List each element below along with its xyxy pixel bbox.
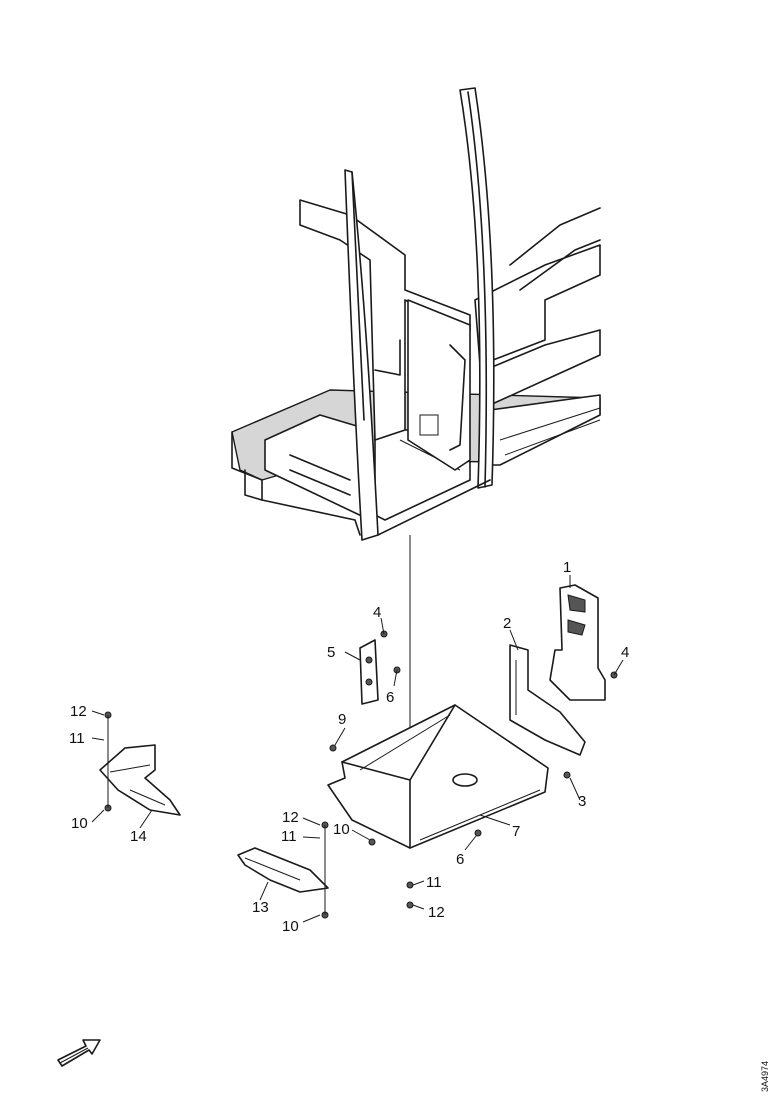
callout-11c: 11: [426, 874, 442, 891]
callout-14: 14: [130, 828, 147, 845]
callout-12b: 12: [282, 809, 299, 826]
callout-6b: 6: [456, 851, 464, 868]
callout-3: 3: [578, 793, 586, 810]
callout-labels: 1 2 3 4 4 5 6 6 7 9 10 10 10 11 11 11 12…: [69, 559, 629, 935]
callout-10b: 10: [333, 821, 350, 838]
frame-assembly: [231, 87, 601, 541]
callout-10a: 10: [71, 815, 88, 832]
part-1-bracket: [549, 584, 606, 701]
callout-13: 13: [252, 899, 269, 916]
part-13-shield: [237, 847, 329, 893]
callout-10c: 10: [282, 918, 299, 935]
fasteners: [104, 630, 618, 919]
callout-2: 2: [503, 615, 511, 632]
callout-4b: 4: [621, 644, 629, 661]
callout-7: 7: [512, 823, 520, 840]
callout-1: 1: [563, 559, 571, 576]
part-2-bracket: [509, 644, 586, 756]
callout-11a: 11: [69, 730, 85, 747]
callout-12a: 12: [70, 703, 87, 720]
part-5-plate: [359, 639, 379, 705]
callout-4a: 4: [373, 604, 381, 621]
part-14-shield: [99, 744, 181, 816]
callout-12c: 12: [428, 904, 445, 921]
leader-lines: [91, 575, 624, 923]
callout-5: 5: [327, 644, 335, 661]
callout-9: 9: [338, 711, 346, 728]
callout-6a: 6: [386, 689, 394, 706]
callout-11b: 11: [281, 828, 297, 845]
forward-arrow-icon: [57, 1039, 101, 1067]
figure-code: 3A4974: [760, 1061, 770, 1092]
